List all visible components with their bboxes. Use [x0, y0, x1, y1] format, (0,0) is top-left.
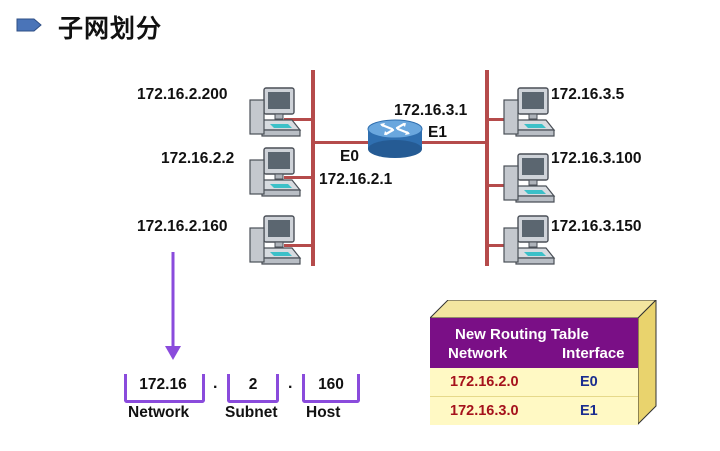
host-ip-label: 172.16.2.2	[161, 150, 235, 167]
host-bracket	[302, 374, 360, 403]
computer-icon	[503, 215, 556, 265]
host-ip-label: 172.16.2.160	[137, 218, 228, 235]
routing-table-depth	[430, 300, 657, 426]
network-caption: Network	[128, 404, 190, 421]
computer-icon	[249, 147, 302, 197]
router-link-e1	[422, 141, 486, 144]
router-e1-label: E1	[428, 124, 447, 141]
routing-table-col-network: Network	[448, 345, 508, 362]
subnet-bracket	[227, 374, 279, 403]
router-e0-label: E0	[340, 148, 359, 165]
computer-icon	[503, 87, 556, 137]
router-link-e0	[314, 141, 368, 144]
host-ip-label: 172.16.3.150	[551, 218, 642, 235]
right-host-link-1	[488, 118, 514, 121]
left-host-link-2	[284, 176, 312, 179]
host-ip-label: 172.16.3.100	[551, 150, 642, 167]
title-bullet-icon	[16, 18, 42, 32]
route-network: 172.16.3.0	[450, 403, 519, 419]
computer-icon	[249, 87, 302, 137]
route-interface: E1	[580, 403, 598, 419]
host-ip-label: 172.16.2.200	[137, 86, 228, 103]
address-dot: .	[288, 375, 293, 392]
routing-table-row: 172.16.2.0 E0	[430, 368, 638, 397]
left-host-link-3	[284, 244, 312, 247]
routing-table-col-interface: Interface	[562, 345, 625, 362]
right-host-link-3	[488, 244, 514, 247]
routing-table-row: 172.16.3.0 E1	[430, 397, 638, 425]
router-e0-ip: 172.16.2.1	[319, 171, 393, 188]
computer-icon	[503, 153, 556, 203]
down-arrow-icon	[165, 252, 181, 360]
page-title: 子网划分	[58, 15, 163, 43]
subnet-caption: Subnet	[225, 404, 278, 421]
network-bracket	[124, 374, 205, 403]
host-part: 160	[318, 376, 344, 393]
host-ip-label: 172.16.3.5	[551, 86, 625, 103]
route-interface: E0	[580, 374, 598, 390]
routing-table-header: New Routing Table Network Interface	[430, 318, 638, 368]
right-host-link-2	[488, 184, 514, 187]
network-part: 172.16	[139, 376, 187, 393]
router-e1-ip: 172.16.3.1	[394, 102, 468, 119]
computer-icon	[249, 215, 302, 265]
right-network-bus	[485, 70, 489, 266]
routing-table-title: New Routing Table	[455, 326, 589, 343]
address-dot: .	[213, 375, 218, 392]
left-host-link-1	[284, 118, 312, 121]
route-network: 172.16.2.0	[450, 374, 519, 390]
host-caption: Host	[306, 404, 341, 421]
subnet-part: 2	[248, 376, 258, 393]
left-network-bus	[311, 70, 315, 266]
router-icon	[367, 119, 423, 158]
